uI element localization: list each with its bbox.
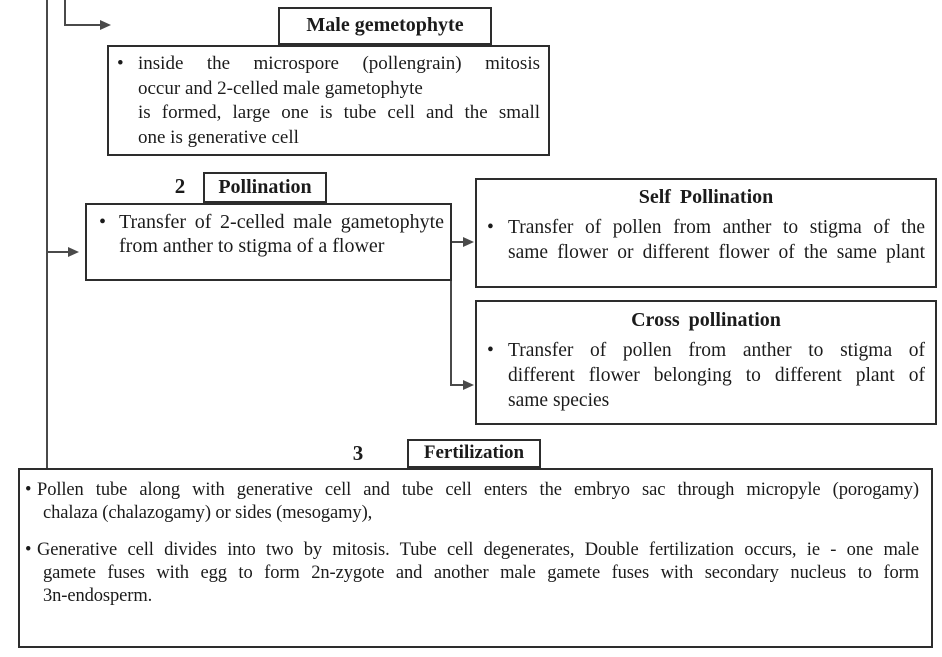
text-line: occur and 2-celled male gametophyte bbox=[138, 77, 423, 99]
pollination-title-box: Pollination bbox=[203, 172, 327, 203]
cross-pollination-entry-line bbox=[450, 384, 464, 386]
male-gametophyte-bullet-item: • inside the microspore (pollengrain) mi… bbox=[117, 52, 540, 150]
arrowhead-right-icon bbox=[463, 237, 474, 247]
text-line: same species bbox=[508, 390, 610, 411]
text-line: 3n-endosperm. bbox=[43, 586, 153, 606]
fertilization-point-2-text: Generative cell divides into two by mito… bbox=[37, 539, 919, 608]
main-vertical-connector-line bbox=[46, 0, 48, 468]
text-line: gamete fuses with egg to form 2n-zygote … bbox=[43, 563, 919, 583]
bullet-icon: • bbox=[487, 217, 494, 238]
text-line: Transfer of 2-celled male gametophyte bbox=[119, 211, 444, 233]
fertilization-bullet-item-2: • Generative cell divides into two by mi… bbox=[25, 539, 919, 608]
text-line: same flower or different flower of the s… bbox=[508, 242, 925, 263]
self-pollination-text: Transfer of pollen from anther to stigma… bbox=[508, 215, 925, 265]
bullet-icon: • bbox=[99, 211, 107, 233]
text-line: inside the microspore (pollengrain) mito… bbox=[138, 53, 540, 74]
step-2-label: 2 bbox=[174, 174, 186, 198]
self-pollination-title: Self Pollination bbox=[638, 186, 774, 208]
pollination-description-box: • Transfer of 2-celled male gametophyte … bbox=[85, 203, 452, 281]
fertilization-bullet-item-1: • Pollen tube along with generative cell… bbox=[25, 479, 919, 525]
text-line: Pollen tube along with generative cell a… bbox=[37, 480, 919, 500]
arrowhead-right-icon bbox=[68, 247, 79, 257]
text-line: from anther to stigma of a flower bbox=[119, 235, 385, 257]
top-branch-horizontal-line bbox=[64, 24, 102, 26]
bullet-icon: • bbox=[25, 480, 32, 500]
male-gametophyte-title-box: Male gemetophyte bbox=[278, 7, 492, 45]
text-line: is formed, large one is tube cell and th… bbox=[138, 102, 540, 123]
text-line: Transfer of pollen from anther to stigma… bbox=[508, 340, 925, 361]
fertilization-description-box: • Pollen tube along with generative cell… bbox=[18, 468, 933, 648]
cross-pollination-branch-vertical-line bbox=[450, 279, 452, 386]
cross-pollination-bullet-item: • Transfer of pollen from anther to stig… bbox=[487, 338, 925, 413]
arrowhead-right-icon bbox=[100, 20, 111, 30]
text-line: one is generative cell bbox=[138, 126, 299, 148]
self-pollination-box: Self Pollination • Transfer of pollen fr… bbox=[475, 178, 937, 288]
fertilization-title-box: Fertilization bbox=[407, 439, 541, 468]
text-line: different flower belonging to different … bbox=[508, 365, 925, 386]
pollination-text: Transfer of 2-celled male gametophyte fr… bbox=[119, 210, 444, 258]
top-branch-vertical-line bbox=[64, 0, 66, 26]
bullet-icon: • bbox=[25, 540, 32, 560]
step-3-label: 3 bbox=[352, 441, 364, 465]
text-line: Transfer of pollen from anther to stigma… bbox=[508, 217, 925, 238]
pollination-entry-line bbox=[46, 251, 70, 253]
self-pollination-bullet-item: • Transfer of pollen from anther to stig… bbox=[487, 215, 925, 265]
bullet-icon: • bbox=[487, 340, 494, 361]
cross-pollination-box: Cross pollination • Transfer of pollen f… bbox=[475, 300, 937, 425]
male-gametophyte-description-box: • inside the microspore (pollengrain) mi… bbox=[107, 45, 550, 156]
cross-pollination-title: Cross pollination bbox=[631, 309, 781, 331]
pollination-bullet-item: • Transfer of 2-celled male gametophyte … bbox=[99, 210, 444, 258]
cross-pollination-text: Transfer of pollen from anther to stigma… bbox=[508, 338, 925, 413]
bullet-icon: • bbox=[117, 53, 124, 74]
fertilization-point-1-text: Pollen tube along with generative cell a… bbox=[37, 479, 919, 525]
arrowhead-right-icon bbox=[463, 380, 474, 390]
self-pollination-entry-line bbox=[451, 241, 464, 243]
male-gametophyte-text: inside the microspore (pollengrain) mito… bbox=[138, 52, 540, 150]
text-line: Generative cell divides into two by mito… bbox=[37, 540, 919, 560]
text-line: chalaza (chalazogamy) or sides (mesogamy… bbox=[43, 503, 373, 523]
